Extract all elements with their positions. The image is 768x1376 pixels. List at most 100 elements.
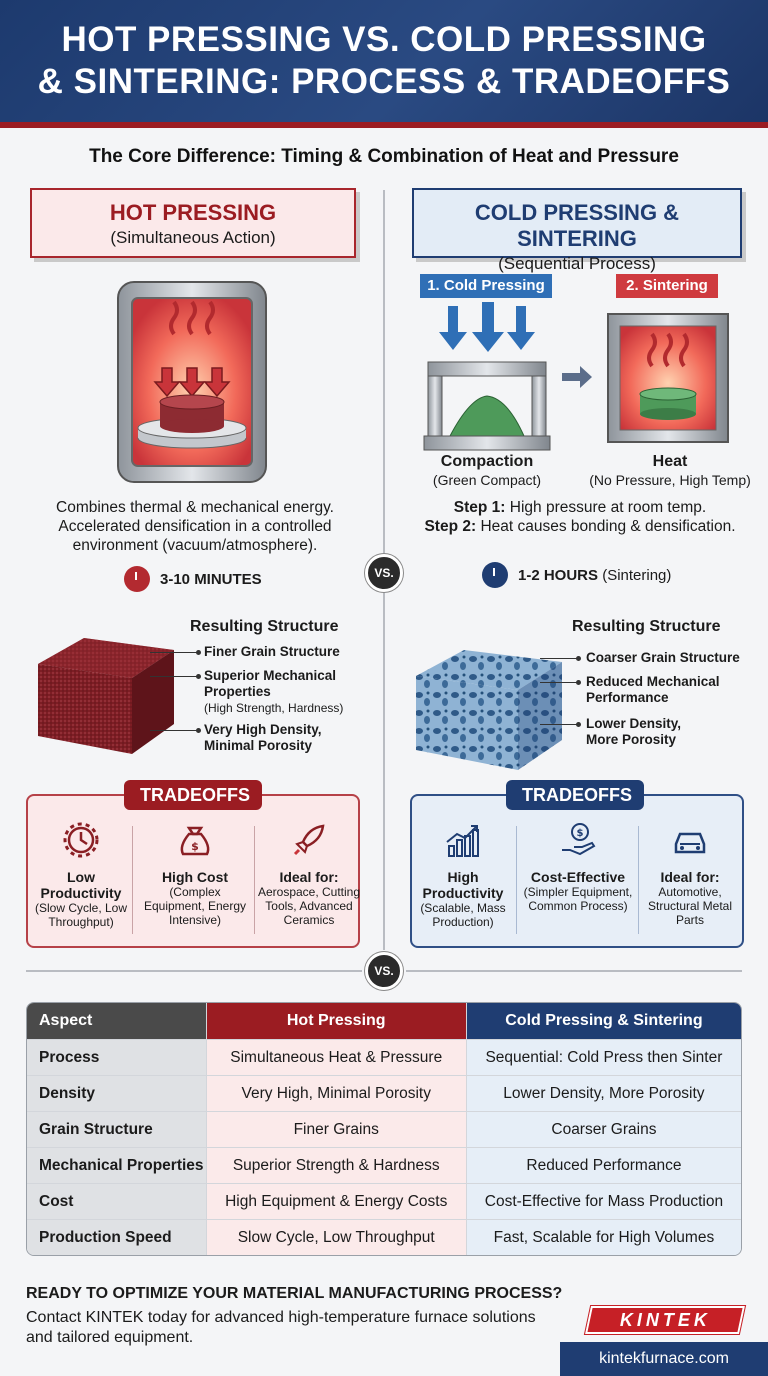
leader-line <box>540 682 580 683</box>
hot-tradeoff-productivity: Low Productivity (Slow Cycle, Low Throug… <box>28 820 134 929</box>
hot-bullet-2-note: (High Strength, Hardness) <box>204 701 344 715</box>
hot-time-value: 3-10 MINUTES <box>160 570 262 588</box>
cta-heading: READY TO OPTIMIZE YOUR MATERIAL MANUFACT… <box>26 1285 563 1302</box>
table-cell: Slow Cycle, Low Throughput <box>205 1219 466 1255</box>
hot-description-line-2: Accelerated densification in a controlle… <box>58 518 332 535</box>
step-1-label: Step 1: <box>453 499 506 516</box>
hot-press-furnace-icon <box>117 281 267 483</box>
cold-time: 1-2 HOURS (Sintering) <box>482 562 671 588</box>
cold-time-note: (Sintering) <box>598 566 672 584</box>
step-2-tag: 2. Sintering <box>616 274 718 298</box>
leader-line <box>150 730 200 731</box>
step-1-note: (Green Compact) <box>432 472 542 488</box>
hot-tradeoff-cost: $ High Cost (Complex Equipment, Energy I… <box>138 820 252 927</box>
cold-tradeoffs-panel <box>410 794 744 948</box>
hot-structure-title: Resulting Structure <box>190 618 339 635</box>
cold-tradeoff-cost: $ Cost-Effective (Simpler Equipment, Com… <box>520 820 636 913</box>
leader-dot <box>576 680 581 685</box>
cta-text: Contact KINTEK today for advanced high-t… <box>26 1309 536 1346</box>
step-2-label: Step 2: <box>424 518 477 535</box>
cold-tradeoff-3-head: Ideal for: <box>660 869 720 885</box>
cold-tradeoff-2-note: (Simpler Equipment, Common Process) <box>523 885 633 913</box>
cold-time-value: 1-2 HOURS <box>518 566 599 584</box>
bar-chart-up-icon <box>446 825 479 857</box>
cold-bullet-2-label-2: Performance <box>586 690 669 705</box>
hot-tradeoff-2-head: High Cost <box>161 869 229 885</box>
cold-tradeoff-ideal: Ideal for: Automotive, Structural Metal … <box>640 820 740 927</box>
hot-bullet-2-label-2: Properties <box>204 684 271 699</box>
svg-text:$: $ <box>577 828 584 839</box>
step-2-caption: Heat <box>652 453 688 470</box>
cold-description: Step 1: High pressure at room temp. Step… <box>400 498 760 536</box>
hot-bullet-3-label: Very High Density, <box>204 722 322 737</box>
comparison-table: Aspect Hot Pressing Cold Pressing & Sint… <box>26 1002 742 1256</box>
table-header-aspect: Aspect <box>27 1003 206 1039</box>
leader-dot <box>196 674 201 679</box>
hot-pressing-banner: HOT PRESSING (Simultaneous Action) <box>30 188 356 258</box>
table-cell: Coarser Grains <box>465 1111 741 1147</box>
table-header-cold: Cold Pressing & Sintering <box>465 1003 741 1039</box>
cold-tradeoff-1-note: (Scalable, Mass Production) <box>420 901 506 929</box>
cold-tradeoff-productivity: High Productivity (Scalable, Mass Produc… <box>410 820 516 929</box>
hot-bullet-1: Finer Grain Structure <box>204 644 340 660</box>
cold-bullet-1: Coarser Grain Structure <box>586 650 740 666</box>
coarse-grain-cube-icon <box>416 650 562 770</box>
kintek-logo: KINTEK <box>583 1305 747 1335</box>
page-title-line-2: & SINTERING: PROCESS & TRADEOFFS <box>37 62 731 101</box>
vs-badge-top: VS. <box>365 554 403 592</box>
step-1-caption-block: Compaction (Green Compact) <box>412 452 562 490</box>
hand-coin-icon: $ <box>562 823 596 856</box>
cold-bullet-1-label: Coarser Grain Structure <box>586 650 740 665</box>
tradeoff-separator <box>254 826 255 934</box>
hot-tradeoff-3-note: Aerospace, Cutting Tools, Advanced Ceram… <box>257 885 361 927</box>
money-bag-icon: $ <box>180 826 210 856</box>
page-title-line-1: HOT PRESSING VS. COLD PRESSING <box>61 20 707 59</box>
cold-tradeoff-1-head: High <box>447 869 479 885</box>
table-cell: Simultaneous Heat & Pressure <box>205 1039 466 1075</box>
leader-line <box>540 724 580 725</box>
cold-tradeoff-3-note: Automotive, Structural Metal Parts <box>647 885 733 927</box>
step-1-tag: 1. Cold Pressing <box>420 274 552 298</box>
page-header: HOT PRESSING VS. COLD PRESSING & SINTERI… <box>0 0 768 128</box>
table-cell: Sequential: Cold Press then Sinter <box>465 1039 741 1075</box>
section-divider-right <box>406 970 742 972</box>
cold-pressing-banner: COLD PRESSING & SINTERING (Sequential Pr… <box>412 188 742 273</box>
table-cell: High Equipment & Energy Costs <box>205 1183 466 1219</box>
table-cell: Cost-Effective for Mass Production <box>465 1183 741 1219</box>
hot-tradeoffs-label: TRADEOFFS <box>124 780 262 810</box>
table-cell: Grain Structure <box>27 1111 206 1147</box>
hot-description-line-1: Combines thermal & mechanical energy. <box>56 499 334 516</box>
hot-bullet-3-label-2: Minimal Porosity <box>204 738 313 753</box>
hot-bullet-2-label: Superior Mechanical <box>204 668 337 683</box>
cold-bullet-3-label: Lower Density, <box>586 716 682 731</box>
sintering-furnace-icon <box>607 313 729 443</box>
kintek-logo-text: KINTEK <box>619 1309 711 1330</box>
hot-tradeoff-ideal: Ideal for: Aerospace, Cutting Tools, Adv… <box>256 820 362 927</box>
cold-tradeoff-2-head: Cost-Effective <box>530 869 626 885</box>
hot-bullet-3: Very High Density, Minimal Porosity <box>204 722 322 754</box>
leader-line <box>540 658 580 659</box>
svg-text:$: $ <box>191 840 199 853</box>
cold-press-icon <box>423 302 551 451</box>
cold-tradeoff-1-head-2: Productivity <box>422 885 504 901</box>
tradeoff-separator <box>516 826 517 934</box>
website-link[interactable]: kintekfurnace.com <box>560 1342 768 1376</box>
cold-structure-title: Resulting Structure <box>572 618 721 635</box>
section-divider-left <box>26 970 362 972</box>
cold-pressing-subtitle: (Sequential Process) <box>498 254 656 273</box>
cold-pressing-title: COLD PRESSING & SINTERING <box>474 200 680 251</box>
rocket-icon <box>293 824 325 856</box>
table-cell: Reduced Performance <box>465 1147 741 1183</box>
table-cell: Production Speed <box>27 1219 206 1255</box>
table-cell: Mechanical Properties <box>27 1147 206 1183</box>
arrow-right-icon <box>562 366 592 388</box>
cold-bullet-3: Lower Density, More Porosity <box>586 716 681 748</box>
table-cell: Fast, Scalable for High Volumes <box>465 1219 741 1255</box>
leader-dot <box>576 656 581 661</box>
step-2-note: (No Pressure, High Temp) <box>589 472 751 488</box>
cold-bullet-2-label: Reduced Mechanical <box>586 674 720 689</box>
leader-line <box>150 652 200 653</box>
